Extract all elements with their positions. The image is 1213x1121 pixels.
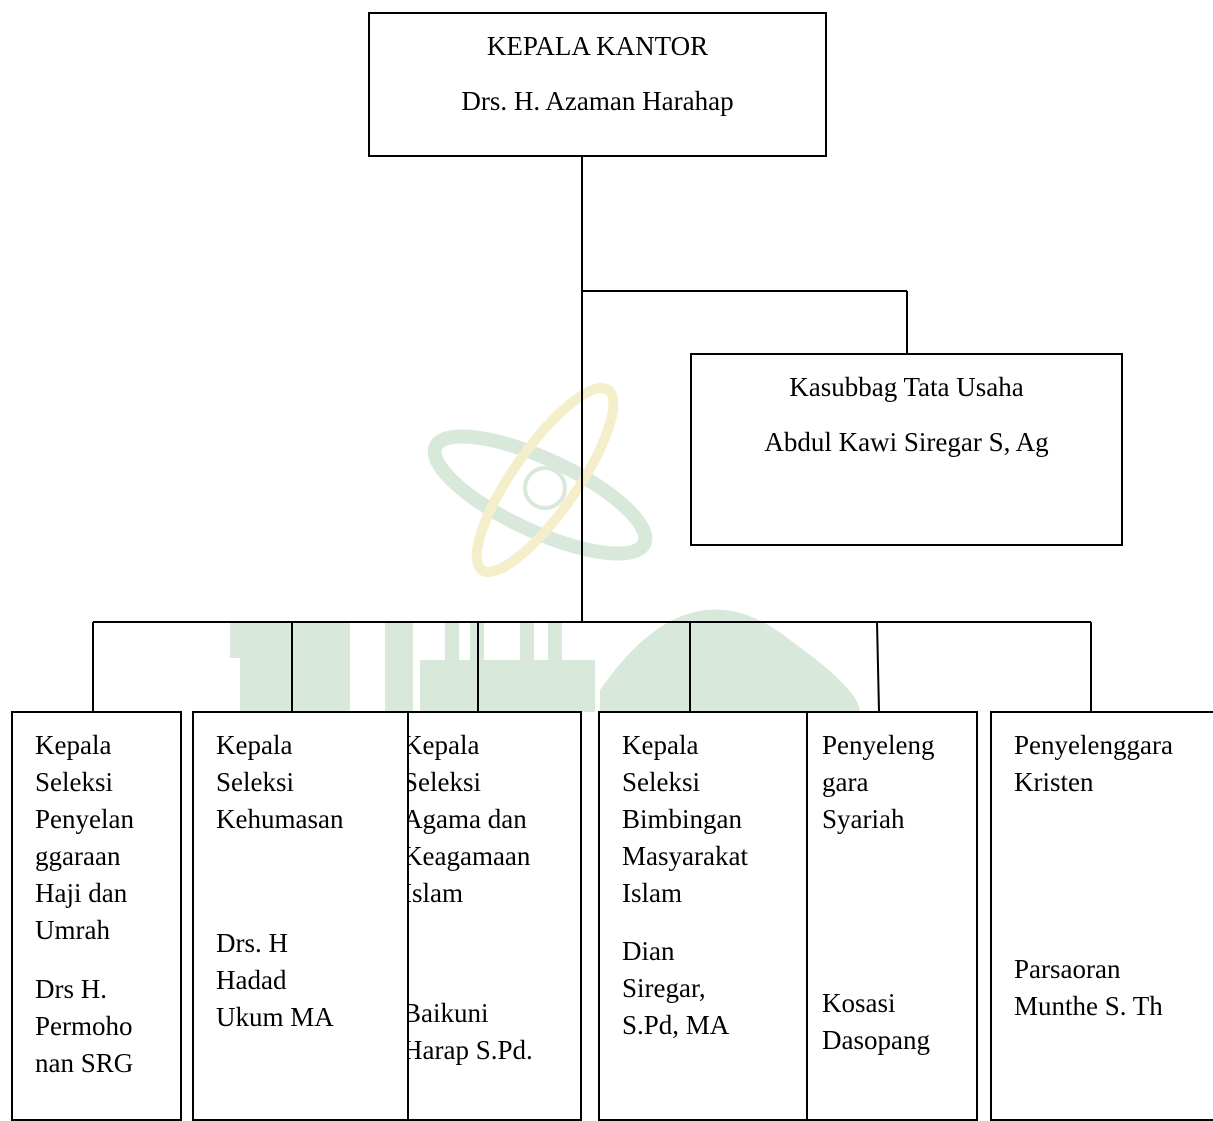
unit-name-line: Drs H. xyxy=(35,974,107,1004)
unit-name-line: Kosasi xyxy=(822,988,896,1018)
unit-name-line: Parsaoran xyxy=(1014,954,1121,984)
unit-name-line: Drs. H xyxy=(216,928,288,958)
unit-title-line: Penyelenggara xyxy=(1014,730,1173,760)
unit-title-line: Seleksi xyxy=(35,767,113,797)
head-box: KEPALA KANTOR Drs. H. Azaman Harahap xyxy=(368,12,827,157)
unit-title-line: Penyeleng xyxy=(822,730,935,760)
unit-name: Drs. H Hadad Ukum MA xyxy=(216,925,334,1036)
unit-box-agama: Kepala Seleksi Agama dan Keagamaan Islam… xyxy=(407,711,582,1121)
unit-box-bimas: Kepala Seleksi Bimbingan Masyarakat Isla… xyxy=(598,711,808,1121)
head-name: Drs. H. Azaman Harahap xyxy=(461,86,734,116)
unit-name-line: Siregar, xyxy=(622,973,706,1003)
unit-name-line: Baikuni xyxy=(407,998,489,1028)
unit-box-haji: Kepala Seleksi Penyelan ggaraan Haji dan… xyxy=(11,711,182,1121)
unit-name: Parsaoran Munthe S. Th xyxy=(1014,951,1163,1025)
unit-title-line: Umrah xyxy=(35,915,110,945)
unit-title-line: Seleksi xyxy=(407,767,481,797)
admin-title: Kasubbag Tata Usaha xyxy=(789,372,1024,402)
unit-title-line: Islam xyxy=(622,878,682,908)
unit-title-line: Seleksi xyxy=(216,767,294,797)
unit-title-line: Bimbingan xyxy=(622,804,742,834)
unit-title-line: Agama dan xyxy=(407,804,527,834)
unit-title-line: Seleksi xyxy=(622,767,700,797)
unit-title-line: Kehumasan xyxy=(216,804,344,834)
unit-title-line: ggaraan xyxy=(35,841,121,871)
unit-title-line: Keagamaan xyxy=(407,841,531,871)
unit-title-line: Kepala xyxy=(35,730,112,760)
unit-title-line: Kristen xyxy=(1014,767,1094,797)
unit-name-line: Dasopang xyxy=(822,1025,930,1055)
unit-title-line: Islam xyxy=(407,878,463,908)
unit-name-line: Ukum MA xyxy=(216,1002,334,1032)
unit-name-line: Permoho xyxy=(35,1011,133,1041)
unit-name-line: Dian xyxy=(622,936,675,966)
unit-name: Baikuni Harap S.Pd. xyxy=(407,995,533,1069)
unit-name-line: Harap S.Pd. xyxy=(407,1035,533,1065)
unit-name-line: nan SRG xyxy=(35,1048,134,1078)
unit-title-line: Syariah xyxy=(822,804,905,834)
unit-box-syariah: Penyeleng gara Syariah Kosasi Dasopang xyxy=(806,711,978,1121)
unit-title-line: Kepala xyxy=(216,730,293,760)
unit-name-line: S.Pd, MA xyxy=(622,1010,730,1040)
unit-title-line: Masyarakat xyxy=(622,841,748,871)
unit-name-line: Munthe S. Th xyxy=(1014,991,1163,1021)
unit-name-line: Hadad xyxy=(216,965,287,995)
unit-title-line: gara xyxy=(822,767,869,797)
head-title: KEPALA KANTOR xyxy=(486,31,709,61)
admin-box: Kasubbag Tata Usaha Abdul Kawi Siregar S… xyxy=(690,353,1123,546)
unit-title-line: Kepala xyxy=(622,730,699,760)
unit-name: Dian Siregar, S.Pd, MA xyxy=(622,933,729,1044)
unit-title-line: Haji dan xyxy=(35,878,128,908)
unit-title-line: Kepala xyxy=(407,730,480,760)
unit-box-kehumasan: Kepala Seleksi Kehumasan Drs. H Hadad Uk… xyxy=(192,711,409,1121)
unit-title-line: Penyelan xyxy=(35,804,134,834)
unit-name: Drs H. Permoho nan SRG xyxy=(35,971,133,1082)
unit-box-kristen: Penyelenggara Kristen Parsaoran Munthe S… xyxy=(990,711,1213,1121)
admin-name: Abdul Kawi Siregar S, Ag xyxy=(764,427,1049,457)
unit-name: Kosasi Dasopang xyxy=(822,985,930,1059)
